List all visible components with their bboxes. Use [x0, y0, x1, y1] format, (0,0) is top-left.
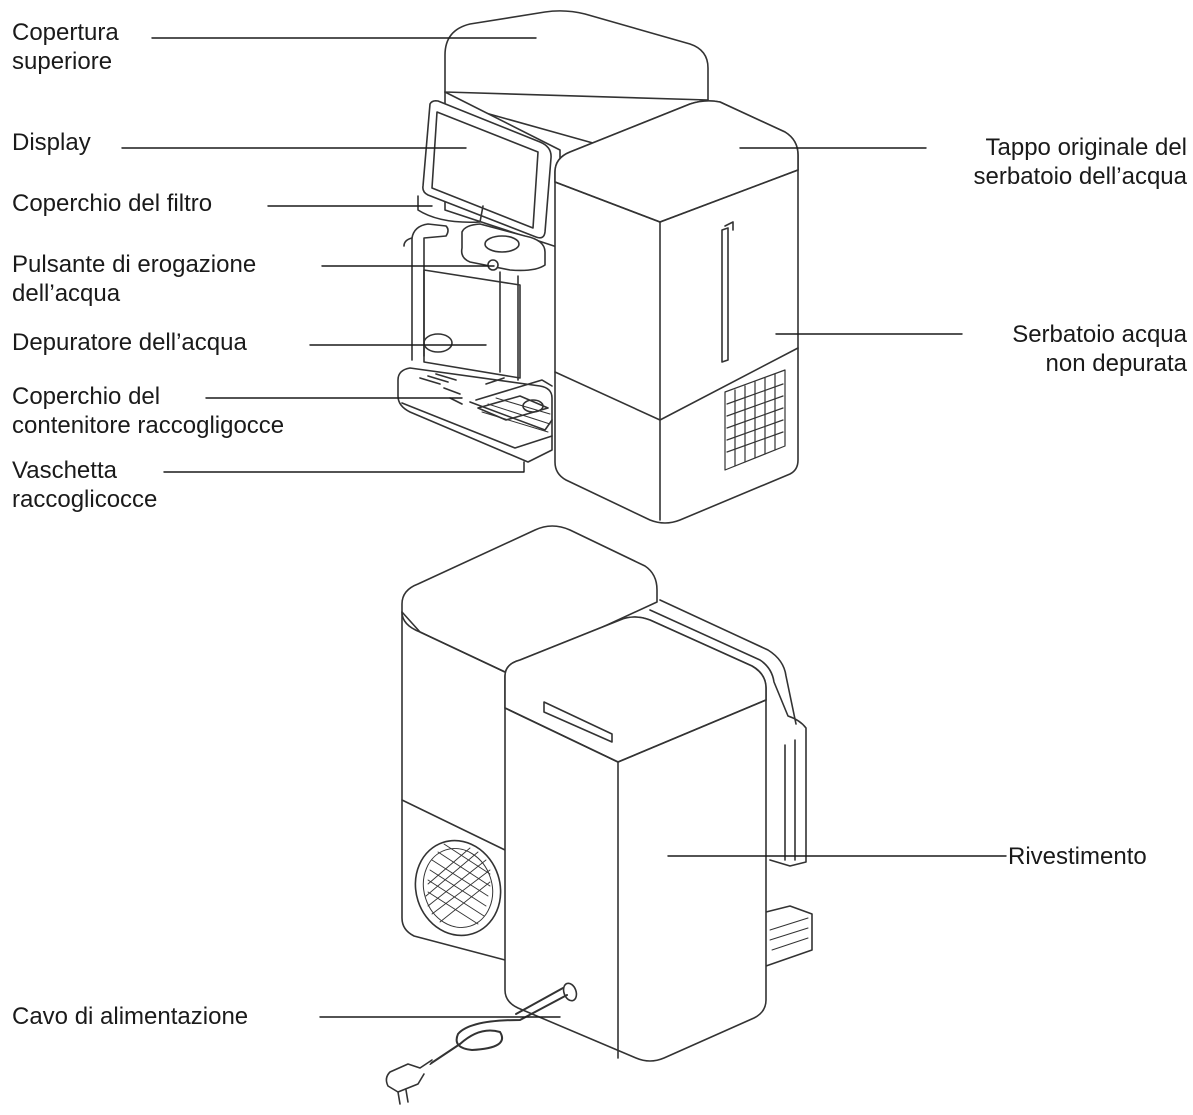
tank-cap: [554, 100, 799, 223]
display-panel: [422, 100, 552, 239]
front-view: [397, 10, 799, 524]
filter-cover: [417, 195, 484, 224]
rear-vent: [414, 839, 502, 937]
label-display: Display: [12, 129, 91, 156]
back-view: [385, 525, 813, 1105]
drip-tray: [397, 367, 553, 463]
label-water-purifier: Depuratore dell’acqua: [12, 329, 247, 356]
label-casing: Rivestimento: [1008, 843, 1147, 870]
label-power-cord: Cavo di alimentazione: [12, 1003, 249, 1030]
purifier-column: [423, 269, 521, 379]
label-filter-cover: Coperchio del filtro: [12, 190, 213, 217]
front-vent: [724, 369, 786, 471]
leader-lines: [121, 37, 1007, 1018]
power-cord: [385, 982, 578, 1105]
top-cover: [444, 10, 709, 101]
dispense-button: [487, 259, 499, 271]
